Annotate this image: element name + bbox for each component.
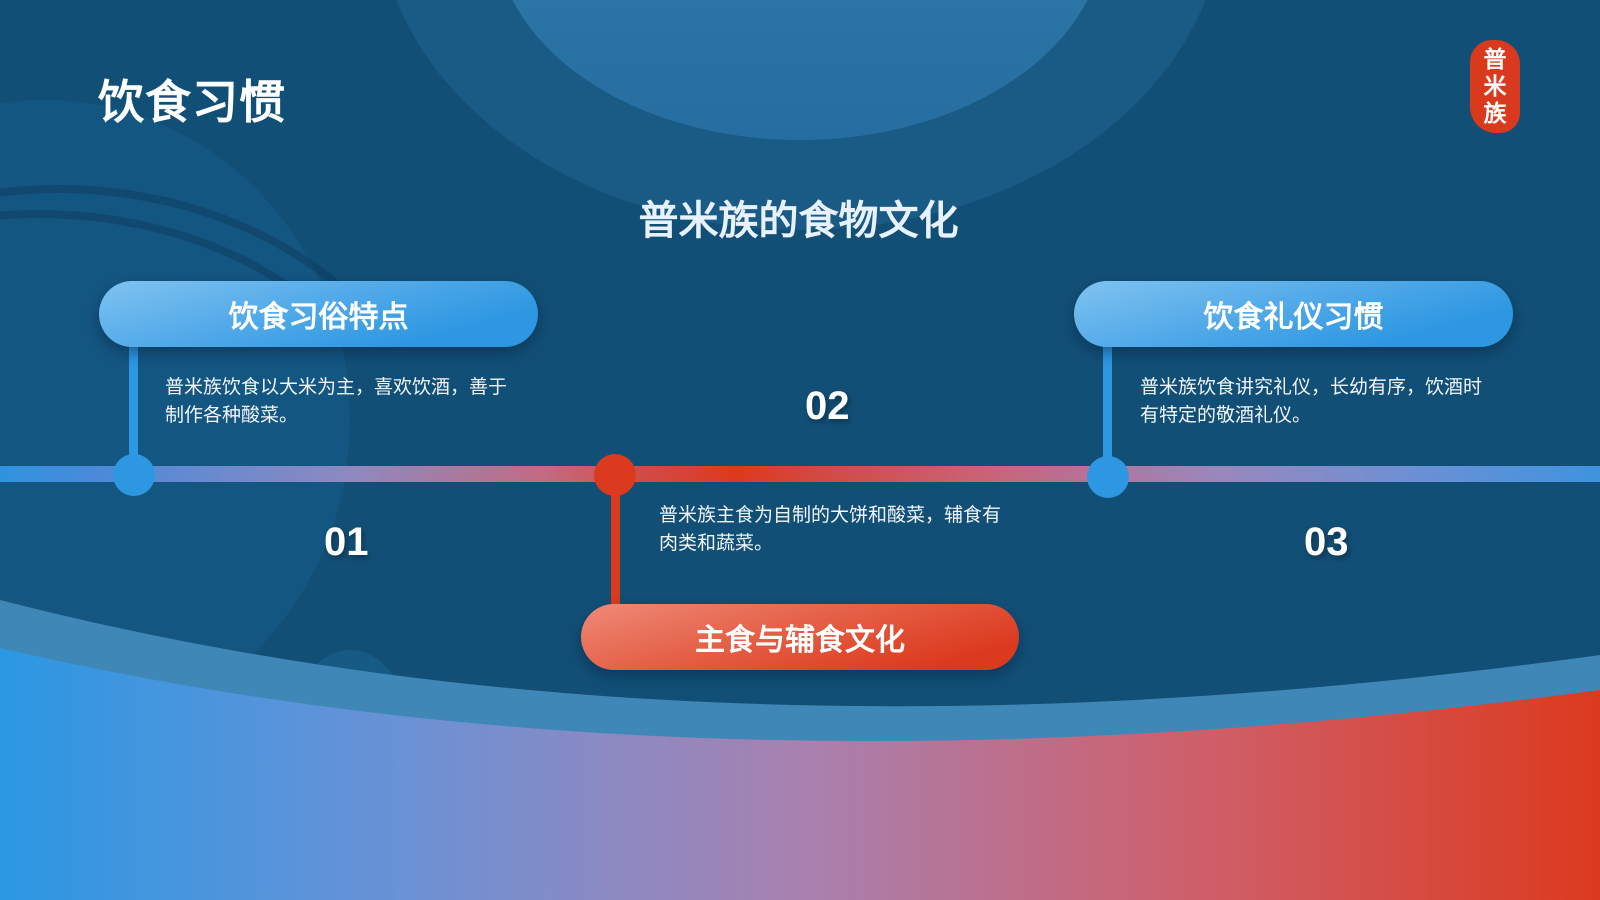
heading-text: 饮食礼仪习惯 (1203, 301, 1384, 334)
description-line: 普米族饮食以大米为主，喜欢饮酒，善于 (165, 377, 508, 398)
timeline-node-1 (113, 454, 155, 496)
timeline-stem-1 (129, 340, 138, 470)
page-title: 饮食习惯 (98, 76, 286, 128)
item-number-2: 02 (805, 384, 850, 428)
timeline-stem-2 (611, 474, 620, 608)
item-number-3: 03 (1304, 520, 1349, 564)
description-3: 普米族饮食讲究礼仪，长幼有序，饮酒时 有特定的敬酒礼仪。 (1140, 374, 1520, 430)
description-line: 肉类和蔬菜。 (659, 533, 774, 554)
heading-text: 饮食习俗特点 (228, 301, 409, 334)
timeline-bar (0, 466, 1600, 482)
seal-char: 米 (1483, 73, 1507, 100)
heading-text: 主食与辅食文化 (695, 624, 905, 657)
description-1: 普米族饮食以大米为主，喜欢饮酒，善于 制作各种酸菜。 (165, 374, 545, 430)
seal-logo: 普 米 族 (1470, 40, 1520, 133)
timeline-stem-3 (1103, 340, 1112, 470)
timeline-node-3 (1087, 456, 1129, 498)
section-subtitle: 普米族的食物文化 (0, 188, 1600, 246)
description-2: 普米族主食为自制的大饼和酸菜，辅食有 肉类和蔬菜。 (659, 502, 1039, 558)
description-line: 普米族主食为自制的大饼和酸菜，辅食有 (659, 505, 1002, 526)
description-line: 有特定的敬酒礼仪。 (1140, 405, 1312, 426)
description-line: 普米族饮食讲究礼仪，长幼有序，饮酒时 (1140, 377, 1483, 398)
timeline-node-2 (594, 454, 636, 496)
heading-pill-1: 饮食习俗特点 (99, 281, 538, 347)
heading-pill-2: 主食与辅食文化 (581, 604, 1019, 670)
item-number-1: 01 (324, 520, 369, 564)
seal-char: 族 (1483, 100, 1507, 127)
heading-pill-3: 饮食礼仪习惯 (1074, 281, 1513, 347)
subtitle-text: 普米族的食物文化 (638, 199, 959, 243)
seal-char: 普 (1483, 46, 1507, 73)
description-line: 制作各种酸菜。 (165, 405, 299, 426)
